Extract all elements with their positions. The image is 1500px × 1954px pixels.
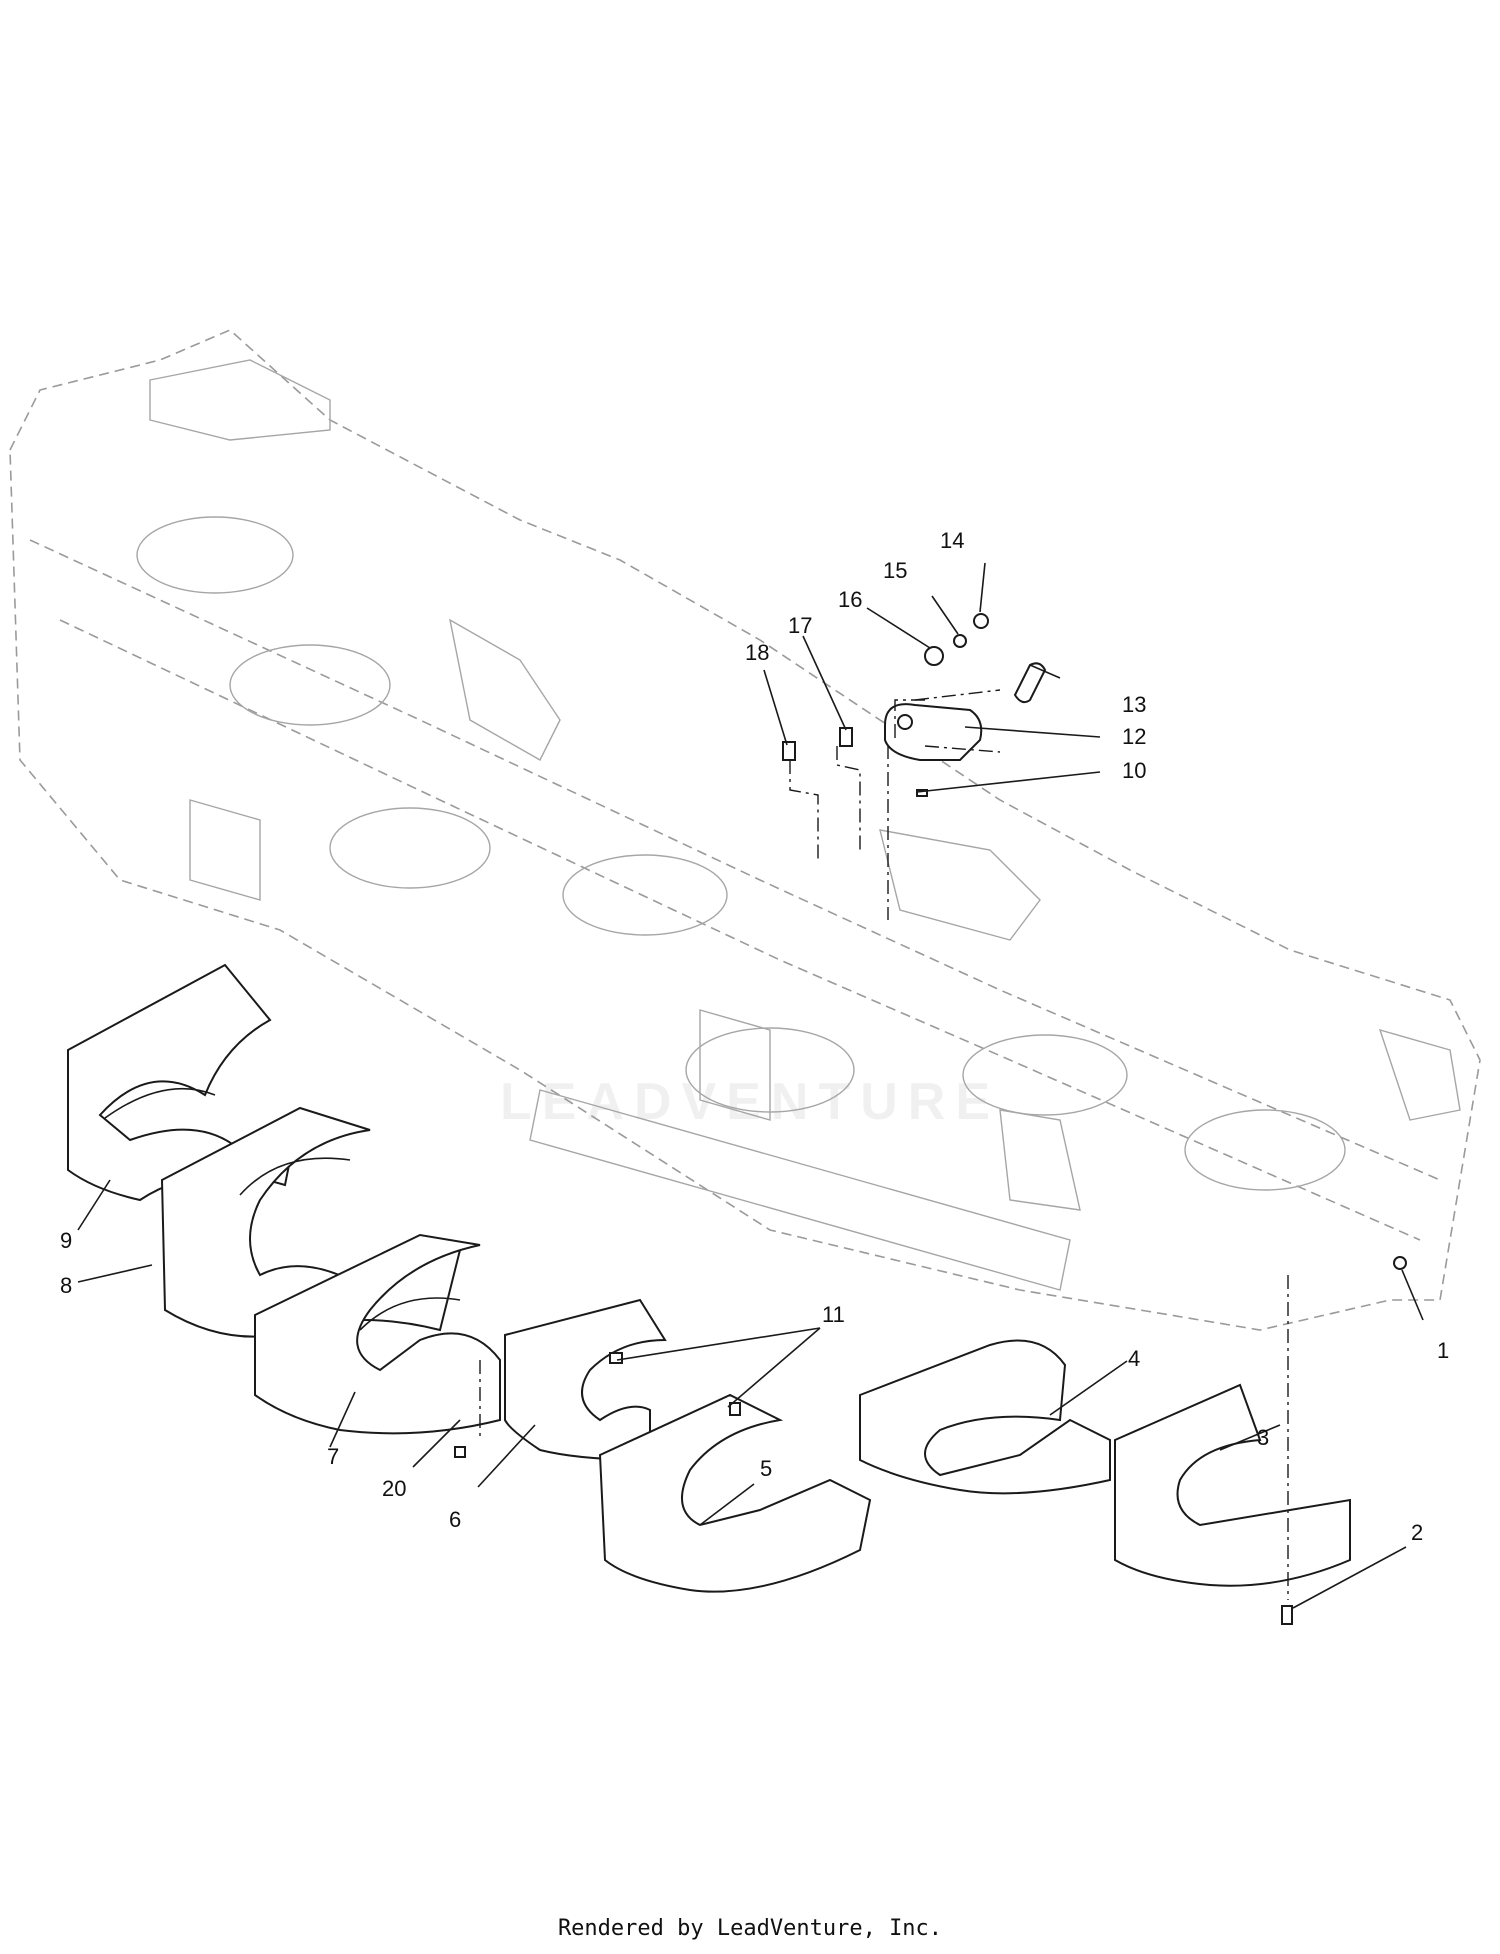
callout-20: 20 <box>382 1476 407 1501</box>
leader-lines <box>77 562 1424 1609</box>
callout-12: 12 <box>1122 724 1147 749</box>
pin-13 <box>1013 662 1047 704</box>
assembly-guide-lines <box>479 689 1289 1600</box>
baffle-section-9 <box>67 963 302 1202</box>
baffle-section-4 <box>859 1339 1111 1495</box>
callout-16: 16 <box>838 587 863 612</box>
hitch-arm-bracket <box>884 703 983 761</box>
callout-17: 17 <box>788 613 813 638</box>
callout-18: 18 <box>745 640 770 665</box>
callout-13: 13 <box>1122 692 1147 717</box>
callout-10: 10 <box>1122 758 1147 783</box>
callout-4: 4 <box>1128 1346 1141 1371</box>
mower-deck-outline <box>9 329 1481 1331</box>
callout-9: 9 <box>60 1228 73 1253</box>
render-credit-footer: Rendered by LeadVenture, Inc. <box>557 1916 943 1941</box>
baffle-section-3 <box>1114 1383 1351 1587</box>
baffle-section-5 <box>598 1393 872 1593</box>
callout-14: 14 <box>940 528 965 553</box>
callout-15: 15 <box>883 558 908 583</box>
callout-7: 7 <box>327 1444 340 1469</box>
callout-3: 3 <box>1257 1425 1270 1450</box>
callout-6: 6 <box>449 1507 462 1532</box>
hardware-parts <box>454 613 1407 1625</box>
baffle-section-7 <box>254 1233 501 1435</box>
callout-8: 8 <box>60 1273 73 1298</box>
callout-2: 2 <box>1411 1520 1424 1545</box>
callout-1: 1 <box>1437 1338 1450 1363</box>
callout-5: 5 <box>760 1456 773 1481</box>
callout-11: 11 <box>822 1302 845 1327</box>
